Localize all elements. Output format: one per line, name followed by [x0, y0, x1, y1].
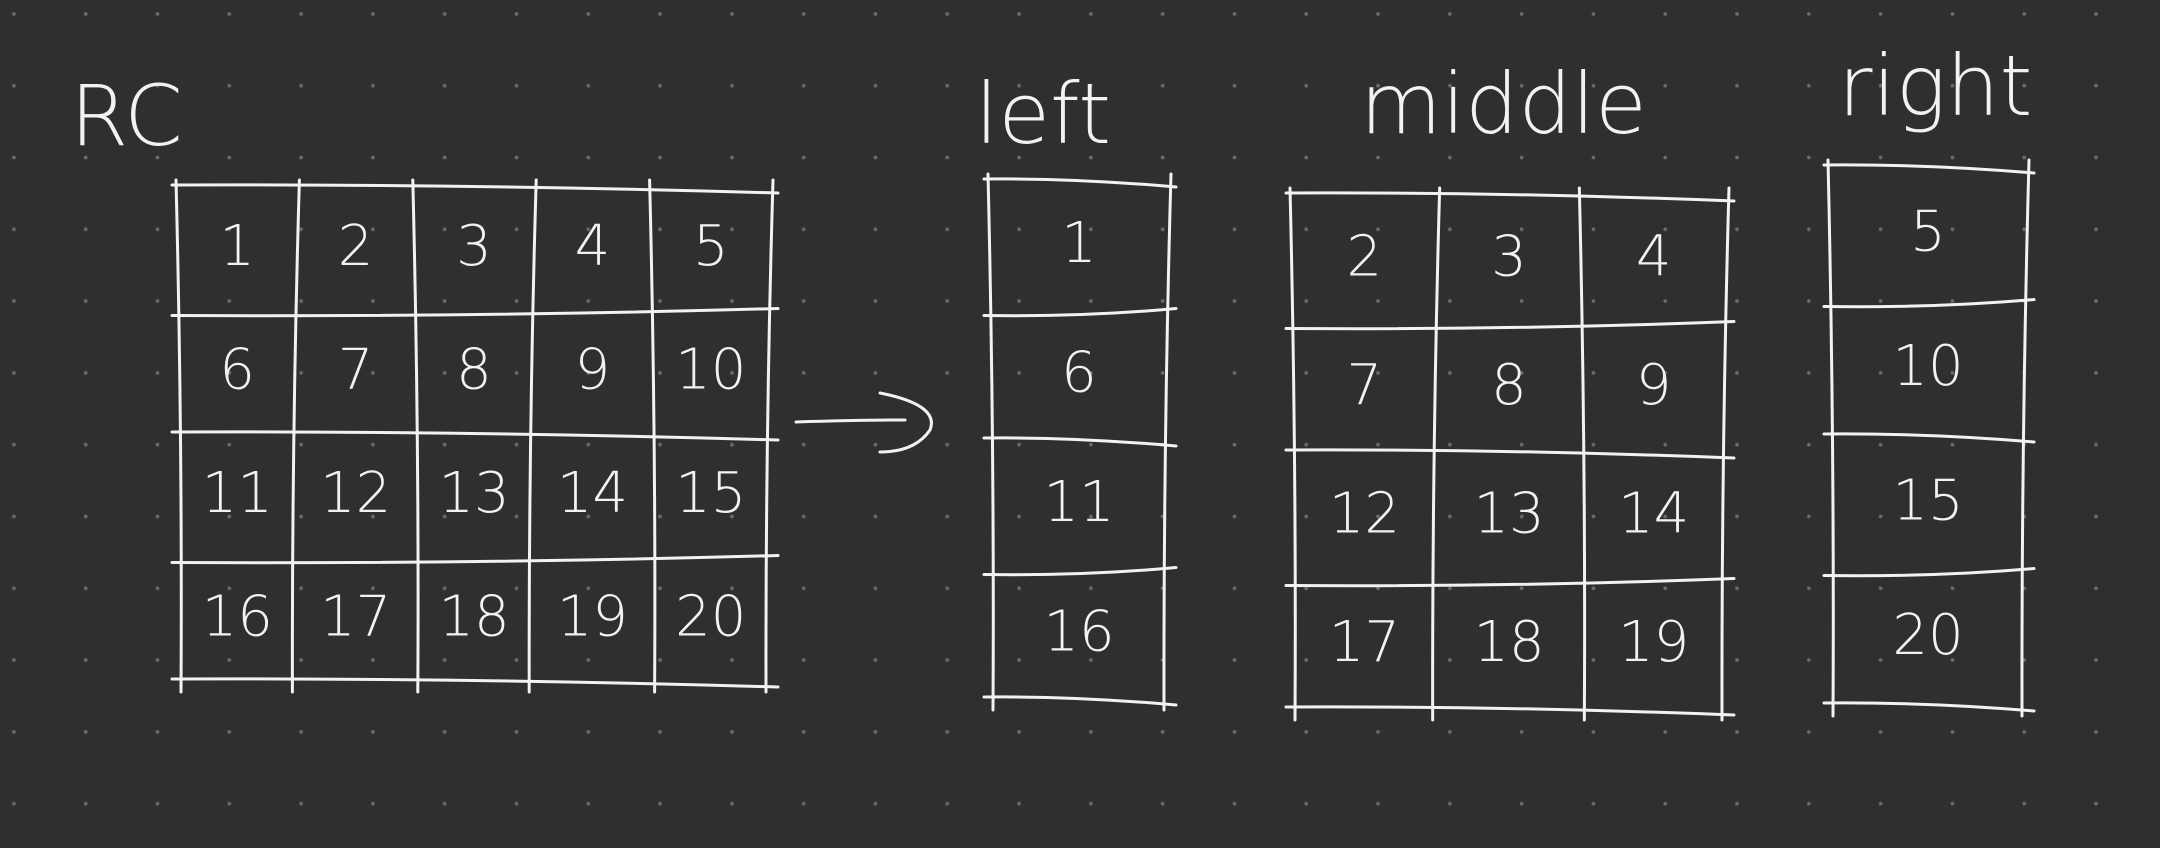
grid-cell: 8	[456, 338, 492, 403]
row-line	[170, 554, 780, 565]
grid-cell: 7	[338, 338, 374, 403]
grid-cell: 8	[1491, 353, 1527, 418]
middle-columns-grid: 2 3 4 7 8 9 12 13 14 17 18 19	[1284, 186, 1736, 722]
grid-cell: 14	[1618, 482, 1689, 547]
column-line	[2020, 158, 2031, 718]
grid-cell: 12	[1329, 482, 1400, 547]
row-line	[1822, 432, 2036, 444]
grid-cell: 18	[1473, 610, 1544, 675]
column-line	[1826, 158, 1835, 718]
title-right: right	[1838, 37, 2032, 135]
row-line	[1284, 705, 1736, 717]
right-column-grid: 5 10 15 20	[1822, 158, 2036, 718]
grid-cell: 11	[1043, 470, 1114, 535]
grid-cell: 7	[1347, 353, 1383, 418]
column-line	[174, 178, 183, 694]
row-line	[1284, 191, 1736, 203]
grid-cell: 2	[338, 214, 374, 279]
row-line	[170, 307, 780, 318]
title-middle: middle	[1360, 55, 1647, 153]
grid-cell: 6	[219, 338, 255, 403]
column-line	[1431, 186, 1442, 722]
row-line	[170, 677, 780, 689]
row-line	[1284, 320, 1736, 331]
column-line	[1288, 186, 1297, 722]
row-line	[982, 566, 1178, 577]
grid-cell: 1	[1061, 211, 1097, 276]
column-line	[1577, 186, 1587, 722]
grid-cell: 12	[320, 461, 391, 526]
grid-cell: 4	[1636, 225, 1672, 290]
grid-cell: 11	[202, 461, 273, 526]
row-line	[1822, 567, 2036, 578]
column-line	[1162, 172, 1173, 712]
grid-cell: 15	[675, 461, 746, 526]
grid-cell: 15	[1892, 469, 1963, 534]
grid-cell: 19	[557, 585, 628, 650]
grid-cell: 18	[438, 585, 509, 650]
row-line	[982, 695, 1178, 707]
row-line	[1284, 448, 1736, 460]
grid-cell: 10	[1892, 334, 1963, 399]
grid-cell: 20	[1892, 603, 1963, 668]
grid-cell: 5	[1910, 200, 1946, 265]
grid-cell: 19	[1618, 610, 1689, 675]
grid-cell: 1	[219, 214, 255, 279]
column-line	[648, 178, 657, 694]
column-line	[986, 172, 995, 712]
row-line	[1284, 577, 1736, 588]
row-line	[982, 177, 1178, 189]
column-line	[411, 178, 420, 694]
grid-cell: 3	[456, 214, 492, 279]
grid-cell: 16	[1043, 600, 1114, 665]
column-line	[764, 178, 775, 694]
grid-cell: 4	[575, 214, 611, 279]
row-line	[170, 183, 780, 195]
column-line	[290, 178, 301, 694]
row-line	[1822, 701, 2036, 713]
grid-cell: 17	[320, 585, 391, 650]
grid-cell: 6	[1061, 341, 1097, 406]
row-line	[170, 430, 780, 442]
grid-cell: 16	[202, 585, 273, 650]
row-line	[1822, 298, 2036, 309]
grid-cell: 2	[1347, 225, 1383, 290]
grid-cell: 5	[693, 214, 729, 279]
column-line	[1720, 186, 1731, 722]
grid-cell: 13	[1473, 482, 1544, 547]
row-line	[982, 307, 1178, 318]
row-line	[982, 436, 1178, 448]
column-line	[527, 178, 538, 694]
grid-cell: 9	[575, 338, 611, 403]
grid-cell: 14	[557, 461, 628, 526]
row-line	[1822, 163, 2036, 175]
title-rc: RC	[70, 67, 183, 165]
grid-cell: 17	[1329, 610, 1400, 675]
grid-cell: 13	[438, 461, 509, 526]
grid-cell: 20	[675, 585, 746, 650]
arrow-icon	[794, 391, 933, 454]
title-left: left	[975, 65, 1111, 163]
grid-cell: 9	[1636, 353, 1672, 418]
grid-cell: 10	[675, 338, 746, 403]
grid-cell: 3	[1491, 225, 1527, 290]
